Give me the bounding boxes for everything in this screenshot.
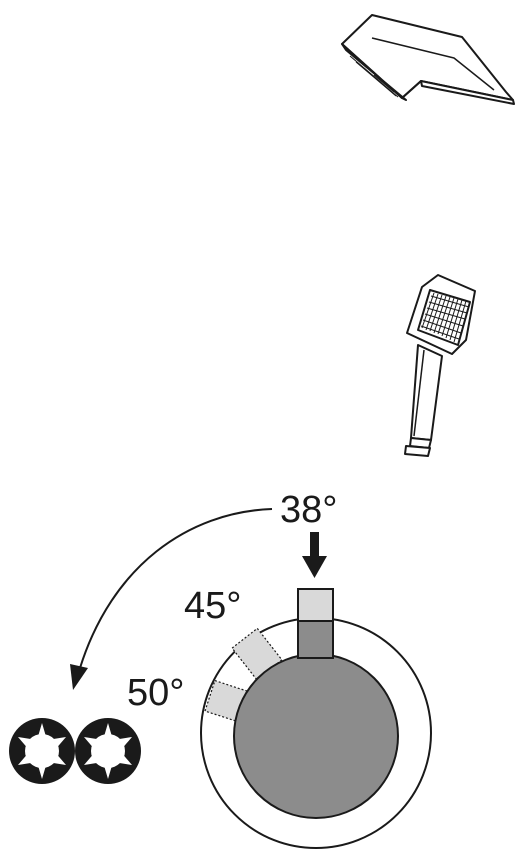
down-arrow — [302, 532, 327, 578]
angle-label-38: 38° — [280, 489, 337, 531]
hand-shower-icon — [404, 274, 476, 457]
angle-label-45: 45° — [184, 585, 241, 627]
thermostatic-knob-icon — [200, 588, 432, 849]
sun-icon — [75, 718, 141, 784]
rain-shower-head-icon — [341, 14, 515, 105]
rotation-arrow — [70, 508, 273, 690]
handle-position-38 — [297, 588, 334, 659]
sun-icon — [9, 718, 75, 784]
angle-label-50: 50° — [127, 672, 184, 714]
